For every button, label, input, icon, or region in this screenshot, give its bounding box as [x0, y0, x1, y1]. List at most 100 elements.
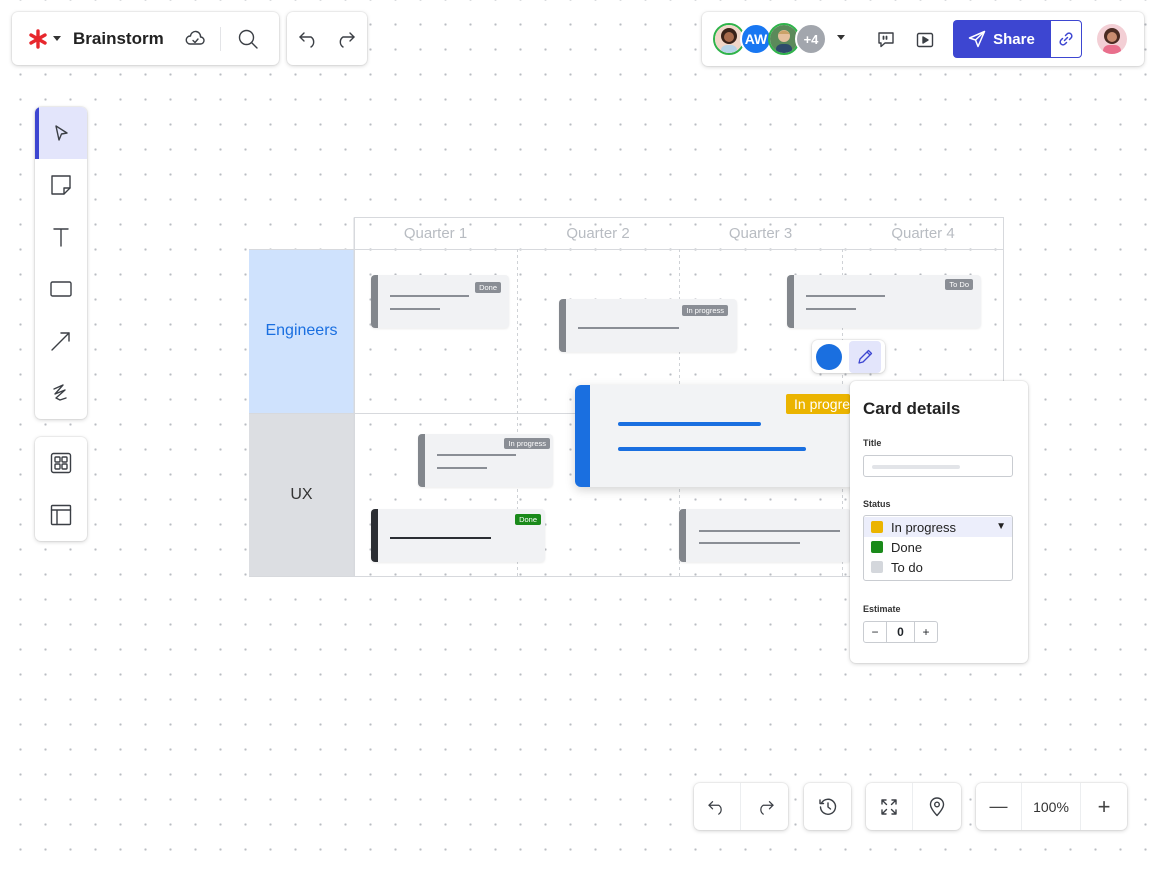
title-input[interactable] — [863, 455, 1013, 477]
locate-button[interactable] — [913, 783, 960, 830]
text-line — [437, 467, 487, 469]
text-line — [699, 530, 840, 532]
status-badge: To Do — [945, 279, 973, 290]
undo-icon[interactable] — [298, 30, 320, 48]
input-placeholder — [872, 465, 960, 469]
history-toolbar — [287, 12, 367, 65]
map-pin-icon — [928, 796, 946, 817]
card-accent — [371, 275, 378, 328]
color-swatch[interactable] — [816, 343, 842, 370]
board-title[interactable]: Brainstorm — [73, 28, 164, 48]
arrow-line-icon — [49, 329, 73, 353]
zoom-value: 100% — [1033, 798, 1069, 815]
history-clock-icon — [818, 797, 838, 817]
card[interactable]: To Do — [787, 275, 981, 328]
status-label: Status — [863, 499, 891, 509]
card[interactable]: In progress — [559, 299, 737, 352]
decrement-button[interactable]: − — [871, 625, 879, 639]
tool-templates[interactable] — [35, 437, 87, 489]
redo-icon[interactable] — [334, 30, 356, 48]
card-accent — [371, 509, 378, 562]
edit-button[interactable] — [849, 340, 881, 373]
send-icon — [968, 30, 986, 48]
status-option-done[interactable]: Done — [864, 537, 1012, 557]
text-line — [390, 308, 440, 310]
status-badge: Done — [475, 282, 501, 293]
undo-icon — [707, 799, 727, 815]
zoom-toolbar: — 100% + — [976, 783, 1127, 830]
more-collaborators-badge[interactable]: +4 — [795, 23, 827, 55]
card-accent — [679, 509, 686, 562]
tool-panel — [35, 107, 87, 419]
chevron-down-icon[interactable] — [53, 35, 61, 42]
share-label: Share — [993, 30, 1035, 48]
comment-icon[interactable] — [877, 31, 895, 49]
link-icon — [1058, 31, 1074, 47]
text-line — [618, 422, 761, 426]
estimate-value[interactable]: 0 — [886, 622, 915, 642]
swimlane-board: Quarter 1 Quarter 2 Quarter 3 Quarter 4 … — [249, 217, 1004, 577]
card-context-toolbar — [812, 340, 885, 373]
option-label: To do — [891, 559, 923, 575]
card[interactable]: In progress — [418, 434, 553, 487]
card-accent — [559, 299, 566, 352]
card-details-panel: Card details Title Status In progress ▼ … — [850, 381, 1028, 663]
chevron-down-icon[interactable] — [837, 35, 845, 41]
avatar[interactable] — [713, 23, 745, 55]
lane-label[interactable]: Engineers — [265, 322, 338, 339]
quarter-header: Quarter 2 — [566, 224, 630, 242]
zoom-in-button[interactable]: + — [1080, 783, 1127, 830]
option-label: Done — [891, 539, 923, 555]
card-accent — [575, 385, 590, 487]
user-avatar[interactable] — [1095, 22, 1129, 56]
fit-to-screen-button[interactable] — [866, 783, 913, 830]
zoom-level[interactable]: 100% — [1022, 783, 1080, 830]
tool-shape[interactable] — [35, 263, 87, 315]
text-line — [437, 454, 516, 456]
tool-sticky-note[interactable] — [35, 159, 87, 211]
revision-history-button[interactable] — [804, 783, 851, 830]
history-button-group — [804, 783, 851, 830]
status-badge: In progress — [504, 438, 550, 449]
lane-label[interactable]: UX — [290, 486, 313, 503]
cloud-icon[interactable] — [184, 30, 206, 48]
redo-icon — [755, 799, 775, 815]
tool-text[interactable] — [35, 211, 87, 263]
card[interactable] — [679, 509, 851, 562]
undo-button[interactable] — [694, 783, 741, 830]
status-badge: In progress — [786, 394, 850, 414]
avatar[interactable]: AW — [740, 23, 772, 55]
redo-button[interactable] — [741, 783, 788, 830]
status-option-in-progress[interactable]: In progress ▼ — [864, 517, 1012, 537]
quarter-header: Quarter 4 — [891, 224, 955, 242]
status-badge: In progress — [682, 305, 728, 316]
extra-tool-panel — [35, 437, 87, 541]
increment-button[interactable]: + — [922, 625, 930, 639]
card[interactable]: Done — [371, 275, 509, 328]
view-toolbar — [866, 783, 961, 830]
tool-freehand[interactable] — [35, 367, 87, 419]
templates-icon — [50, 452, 72, 474]
tool-line[interactable] — [35, 315, 87, 367]
tool-select[interactable] — [35, 107, 87, 159]
status-option-to-do[interactable]: To do — [864, 557, 1012, 577]
share-button[interactable]: Share — [953, 20, 1050, 58]
tool-layout[interactable] — [35, 489, 87, 541]
text-line — [806, 295, 885, 297]
copy-link-button[interactable] — [1050, 20, 1082, 58]
cursor-icon — [51, 123, 71, 143]
card[interactable]: Done — [371, 509, 545, 562]
status-badge: Done — [515, 514, 541, 525]
logo-icon[interactable] — [28, 28, 48, 49]
divider — [219, 26, 221, 51]
status-select[interactable]: In progress ▼ Done To do — [863, 515, 1013, 581]
estimate-label: Estimate — [863, 604, 901, 614]
zoom-out-button[interactable]: — — [976, 783, 1022, 830]
search-icon[interactable] — [237, 28, 259, 50]
estimate-stepper: − 0 + — [863, 621, 938, 643]
text-line — [618, 447, 806, 451]
present-icon[interactable] — [916, 31, 934, 49]
collaboration-toolbar: AW +4 Share — [702, 12, 1144, 66]
text-line — [578, 327, 679, 329]
freehand-icon — [50, 382, 72, 404]
